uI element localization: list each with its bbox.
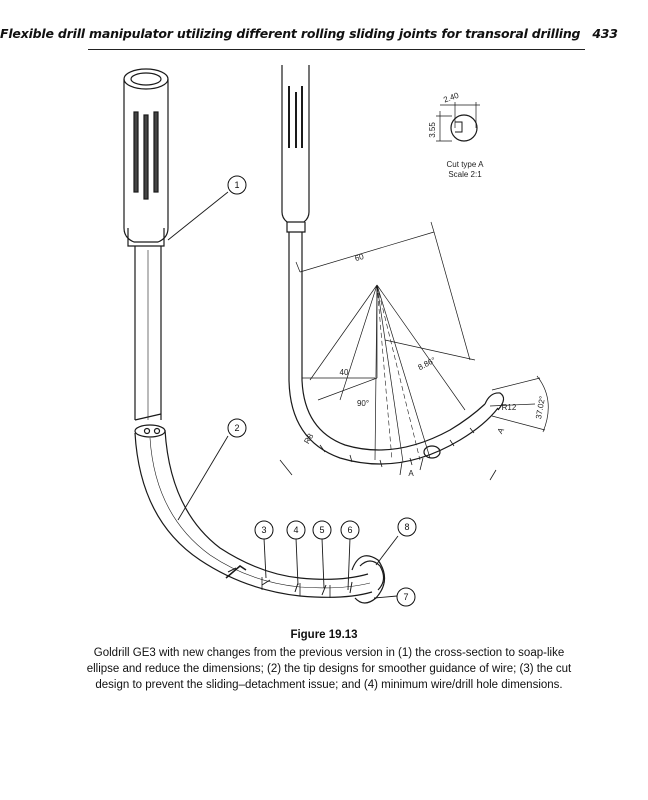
callout-1: 1 [227, 175, 247, 195]
dim-40-label: 40 [340, 368, 349, 377]
angle-886-label: 8.86° [416, 355, 437, 372]
dim-height-label: 3.55 [428, 122, 437, 138]
callout-3: 3 [254, 520, 274, 540]
callout-6-label: 6 [347, 525, 352, 535]
callout-6: 6 [340, 520, 360, 540]
drill-handle [123, 68, 169, 247]
callout-7: 7 [396, 587, 416, 607]
side-view-drawing [281, 65, 505, 468]
callout-2: 2 [227, 418, 247, 438]
cut-type-label: Cut type A [447, 160, 485, 169]
angle-3702-label: 37.02° [534, 395, 547, 419]
centerlines [376, 284, 421, 461]
drill-shaft [134, 246, 162, 421]
callout-4: 4 [286, 520, 306, 540]
callout-1-label: 1 [234, 180, 239, 190]
figure-label: Figure 19.13 [290, 629, 358, 641]
callout-8-label: 8 [404, 522, 409, 532]
running-header: Flexible drill manipulator utilizing dif… [0, 26, 618, 41]
section-marker-a: A [408, 469, 414, 478]
running-title: Flexible drill manipulator utilizing dif… [0, 26, 581, 41]
cut-type-a-detail [436, 102, 480, 142]
callout-5-label: 5 [319, 525, 324, 535]
callout-4-label: 4 [293, 525, 298, 535]
callout-3-label: 3 [261, 525, 266, 535]
dim-length-label: 60 [354, 252, 366, 263]
dim-width-label: 2.40 [442, 91, 460, 105]
scale-label: Scale 2:1 [448, 170, 482, 179]
callout-7-label: 7 [403, 592, 408, 602]
callout-5: 5 [312, 520, 332, 540]
callout-8: 8 [397, 517, 417, 537]
section-marker-a-tip: A [496, 426, 507, 436]
radius-12-label: R12 [502, 403, 517, 412]
flexible-drill-tip-assembly [134, 424, 386, 604]
callout-leaders [167, 191, 399, 599]
technical-drawing-figure: 1 2 3 4 5 6 7 8 Cut [123, 65, 549, 607]
header-rule [88, 49, 585, 50]
page-number: 433 [592, 26, 618, 41]
dimension-lines [295, 221, 549, 463]
figure-caption: Goldrill GE3 with new changes from the p… [86, 647, 572, 691]
angle-90-label: 90° [357, 399, 369, 408]
callout-2-label: 2 [234, 423, 239, 433]
